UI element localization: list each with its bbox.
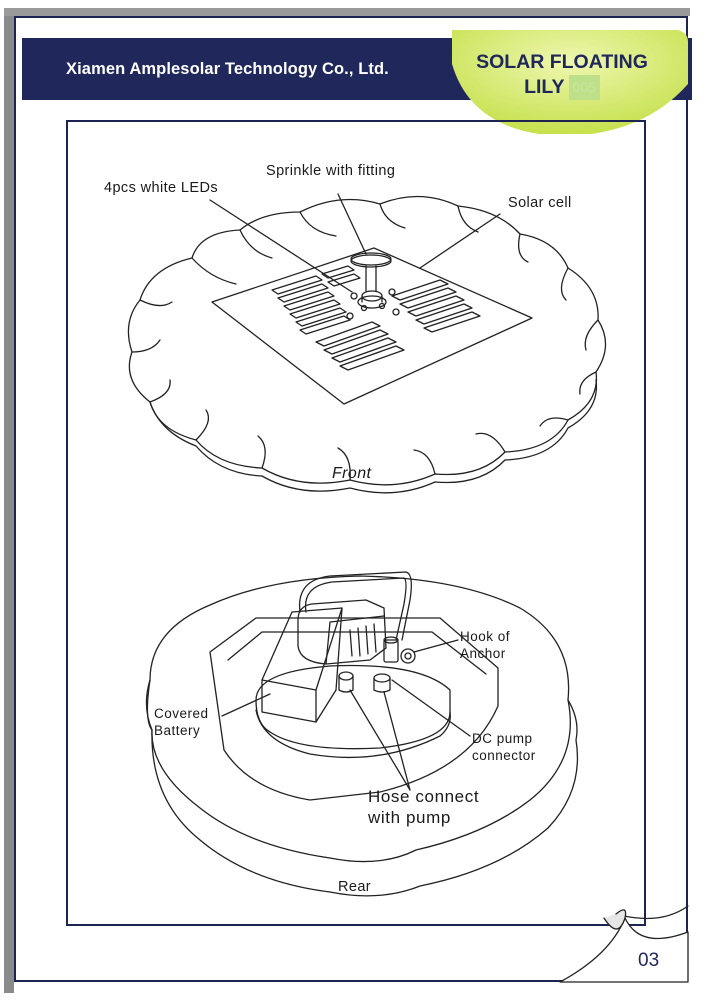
label-hook-line2: Anchor bbox=[460, 646, 506, 661]
led-1 bbox=[350, 292, 358, 300]
product-title-lily: LILY bbox=[524, 76, 565, 98]
leader-sprinkle bbox=[337, 193, 367, 255]
lily-pad-front-outline bbox=[127, 195, 607, 486]
page-number: 03 bbox=[638, 950, 660, 971]
leader-hook bbox=[413, 639, 459, 653]
page-shadow-top bbox=[4, 8, 690, 16]
label-hook-of-anchor: Hook of Anchor bbox=[460, 628, 510, 662]
caption-front: Front bbox=[332, 465, 372, 482]
caption-rear: Rear bbox=[338, 879, 372, 895]
label-dc-line2: connector bbox=[472, 748, 536, 763]
label-battery-line1: Covered bbox=[154, 706, 209, 721]
label-hose-connect: Hose connect with pump bbox=[368, 786, 479, 828]
pump-base bbox=[255, 664, 451, 750]
label-dc-line1: DC pump bbox=[472, 731, 533, 746]
lily-pad-front-edge bbox=[149, 379, 598, 494]
label-battery-line2: Battery bbox=[154, 723, 201, 738]
product-title-line1: SOLAR FLOATING bbox=[476, 51, 648, 73]
illustration-frame bbox=[66, 120, 646, 926]
label-covered-battery: Covered Battery bbox=[154, 705, 209, 739]
sprinkle-pole bbox=[365, 265, 377, 292]
hook-of-anchor bbox=[400, 648, 416, 664]
company-name: Xiamen Amplesolar Technology Co., Ltd. bbox=[66, 60, 389, 78]
led-2 bbox=[388, 288, 396, 296]
label-leds: 4pcs white LEDs bbox=[104, 180, 218, 196]
led-4 bbox=[392, 308, 400, 316]
label-hook-line1: Hook of bbox=[460, 629, 511, 644]
hose-outlet bbox=[338, 671, 354, 681]
label-solar-cell: Solar cell bbox=[508, 195, 572, 211]
label-sprinkle: Sprinkle with fitting bbox=[266, 163, 396, 179]
dc-connector bbox=[383, 639, 399, 663]
sprinkle-head bbox=[350, 254, 392, 268]
leader-solar bbox=[419, 213, 501, 269]
lily-pad-rear-outline bbox=[145, 575, 571, 863]
led-3 bbox=[346, 312, 354, 320]
product-code: 005 bbox=[568, 75, 600, 101]
pump-cable bbox=[298, 571, 412, 641]
solar-plate bbox=[211, 247, 533, 405]
label-hose-line1: Hose connect bbox=[368, 787, 480, 806]
page bbox=[14, 16, 688, 982]
covered-battery bbox=[261, 607, 343, 723]
page-curl bbox=[559, 917, 689, 983]
solar-cells bbox=[271, 265, 481, 371]
leader-leds bbox=[209, 199, 353, 293]
label-hose-line2: with pump bbox=[368, 808, 451, 827]
leader-hose-1 bbox=[349, 689, 411, 791]
leader-hose-2 bbox=[383, 691, 411, 791]
leader-battery bbox=[221, 693, 271, 717]
lily-pad-rear-edge bbox=[151, 699, 579, 897]
battery-tray bbox=[209, 617, 499, 801]
leader-dc bbox=[391, 679, 471, 737]
label-dc-pump-connector: DC pump connector bbox=[472, 730, 536, 764]
page-shadow bbox=[4, 8, 14, 993]
